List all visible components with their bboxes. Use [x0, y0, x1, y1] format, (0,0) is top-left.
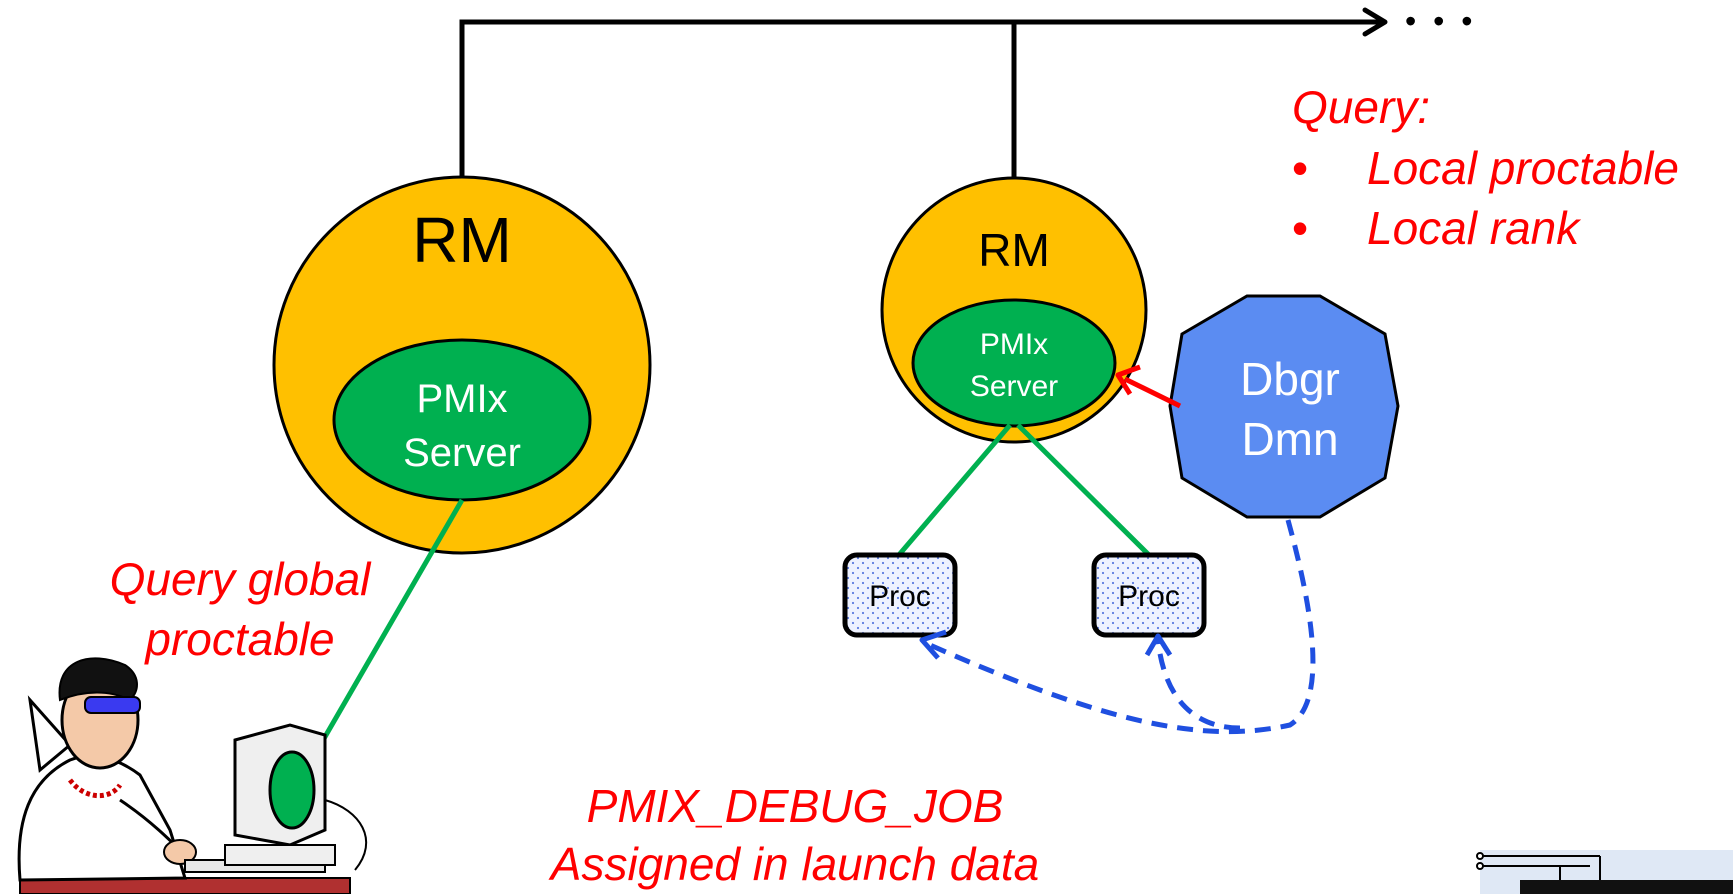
left-server-line2: Server	[403, 431, 521, 475]
right-pmix-server-ellipse	[911, 298, 1117, 428]
server-proc1-link	[896, 423, 1012, 558]
query-bullet-2: •	[1292, 202, 1308, 254]
proc-2-label: Proc	[1118, 580, 1180, 613]
server-proc2-link	[1016, 423, 1152, 558]
pmix-logo	[1476, 850, 1733, 894]
bus-arrowhead	[1362, 7, 1388, 37]
monitor-screen	[268, 750, 316, 830]
query-item-1: Local proctable	[1367, 142, 1679, 194]
left-rm-label: RM	[412, 204, 512, 276]
right-rm-node: RM PMIx Server	[880, 176, 1148, 444]
query-item-2: Local rank	[1367, 202, 1581, 254]
right-rm-label: RM	[978, 224, 1050, 276]
proc-1-label: Proc	[869, 580, 931, 613]
launch-note-line2: Assigned in launch data	[548, 838, 1039, 890]
daemon-query-arrow	[1115, 364, 1182, 409]
proc-2: Proc	[1091, 552, 1207, 638]
launch-note-line1: PMIX_DEBUG_JOB	[587, 780, 1004, 832]
query-bullet-1: •	[1292, 142, 1308, 194]
left-server-line1: PMIx	[416, 377, 507, 421]
daemon-line1: Dbgr	[1240, 353, 1340, 405]
daemon-line2: Dmn	[1241, 413, 1338, 465]
right-server-line2: Server	[970, 370, 1058, 403]
query-title: Query:	[1292, 81, 1430, 133]
debugger-daemon: Dbgr Dmn	[1168, 294, 1400, 519]
right-server-line1: PMIx	[980, 328, 1048, 361]
proc1-arrowhead	[919, 629, 947, 660]
tool-server-link	[297, 498, 465, 782]
proc-1: Proc	[842, 552, 958, 638]
global-query-line1: Query global	[110, 553, 373, 605]
proc2-arrowhead	[1144, 633, 1173, 657]
continuation-ellipsis: • • •	[1405, 3, 1476, 39]
network-bus	[459, 7, 1388, 185]
developer-at-computer-illustration	[17, 657, 368, 894]
daemon-attach-arrows	[919, 519, 1316, 735]
left-rm-node: RM PMIx Server	[272, 175, 652, 555]
global-query-line2: proctable	[143, 613, 334, 665]
